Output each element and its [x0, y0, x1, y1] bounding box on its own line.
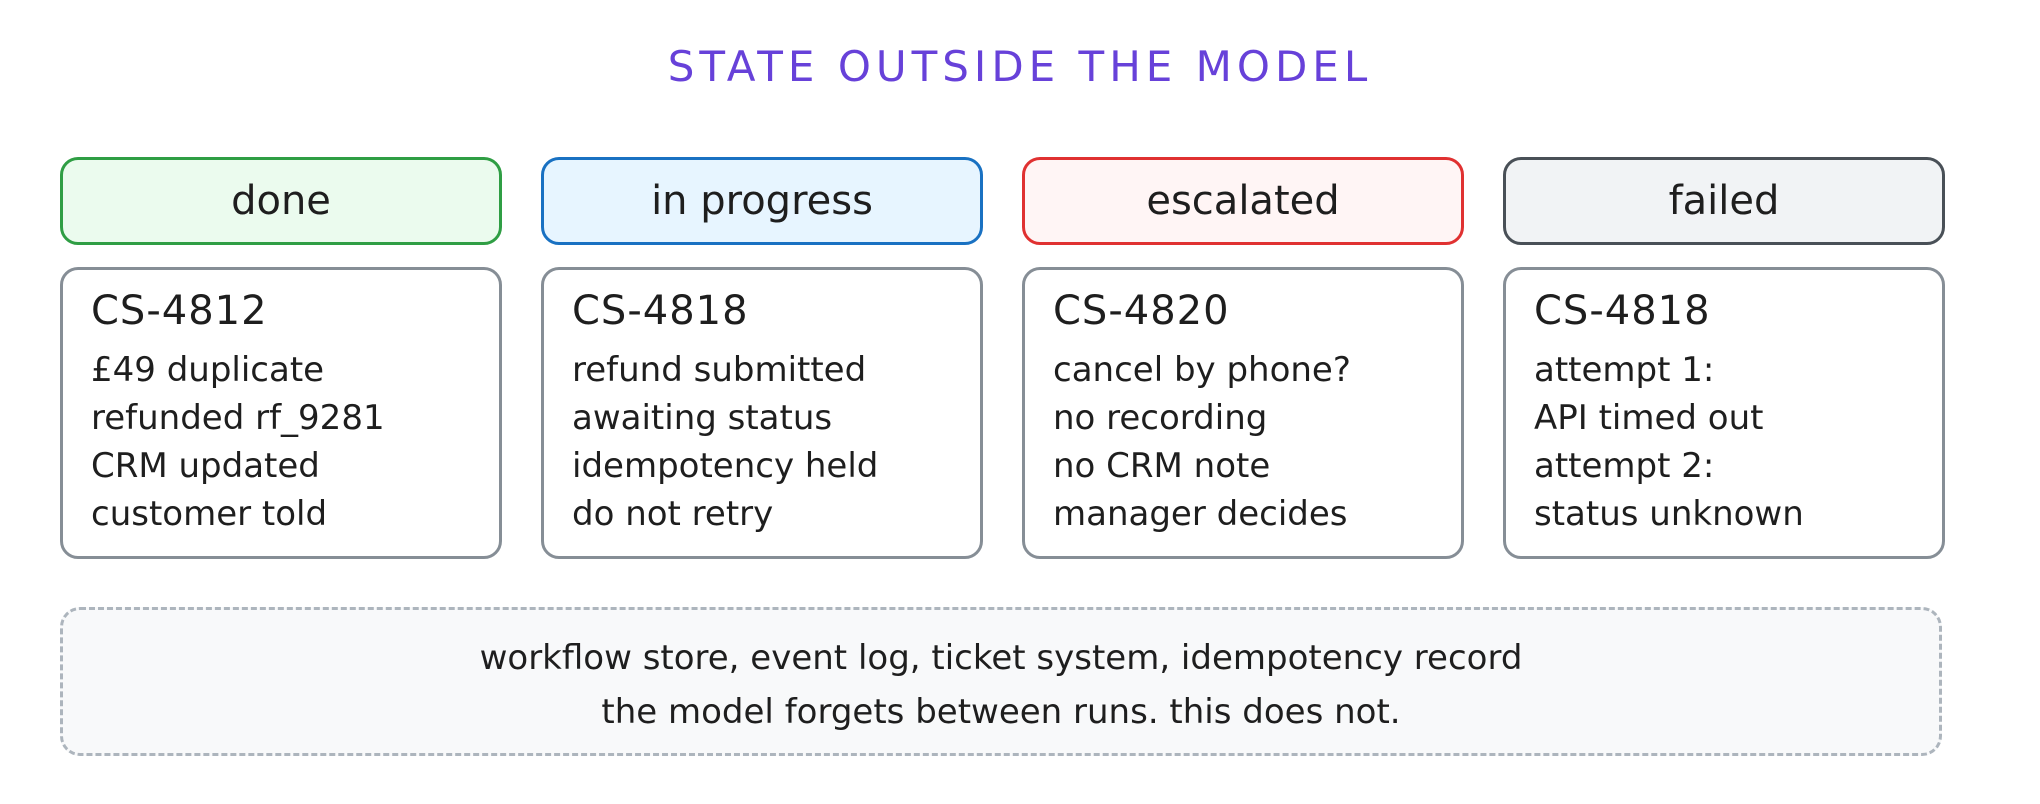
ticket-id: CS-4820 — [1053, 288, 1230, 334]
card-note: customer told — [91, 494, 328, 534]
card-note: no recording — [1053, 398, 1268, 438]
ticket-id: CS-4818 — [572, 288, 749, 334]
card-note: status unknown — [1534, 494, 1804, 534]
card-note: API timed out — [1534, 398, 1764, 438]
ticket-card-escalated: CS-4820 cancel by phone? no recording no… — [1022, 267, 1464, 559]
status-header-done: done — [60, 157, 502, 245]
card-note: attempt 1: — [1534, 350, 1715, 390]
status-header-escalated: escalated — [1022, 157, 1464, 245]
card-note: CRM updated — [91, 446, 320, 486]
card-note: awaiting status — [572, 398, 833, 438]
ticket-id: CS-4812 — [91, 288, 268, 334]
status-header-in-progress: in progress — [541, 157, 983, 245]
ticket-card-failed: CS-4818 attempt 1: API timed out attempt… — [1503, 267, 1945, 559]
card-note: refunded rf_9281 — [91, 398, 385, 438]
external-state-box: workflow store, event log, ticket system… — [60, 607, 1942, 756]
card-note: manager decides — [1053, 494, 1348, 534]
ticket-card-done: CS-4812 £49 duplicate refunded rf_9281 C… — [60, 267, 502, 559]
diagram-title: STATE OUTSIDE THE MODEL — [667, 42, 1373, 91]
external-state-caption: the model forgets between runs. this doe… — [601, 692, 1401, 732]
ticket-id: CS-4818 — [1534, 288, 1711, 334]
card-note: refund submitted — [572, 350, 867, 390]
ticket-card-in-progress: CS-4818 refund submitted awaiting status… — [541, 267, 983, 559]
card-note: idempotency held — [572, 446, 879, 486]
card-note: £49 duplicate — [91, 350, 325, 390]
card-note: attempt 2: — [1534, 446, 1715, 486]
status-header-failed: failed — [1503, 157, 1945, 245]
card-note: no CRM note — [1053, 446, 1271, 486]
card-note: do not retry — [572, 494, 774, 534]
external-state-stores: workflow store, event log, ticket system… — [479, 638, 1523, 678]
card-note: cancel by phone? — [1053, 350, 1351, 390]
